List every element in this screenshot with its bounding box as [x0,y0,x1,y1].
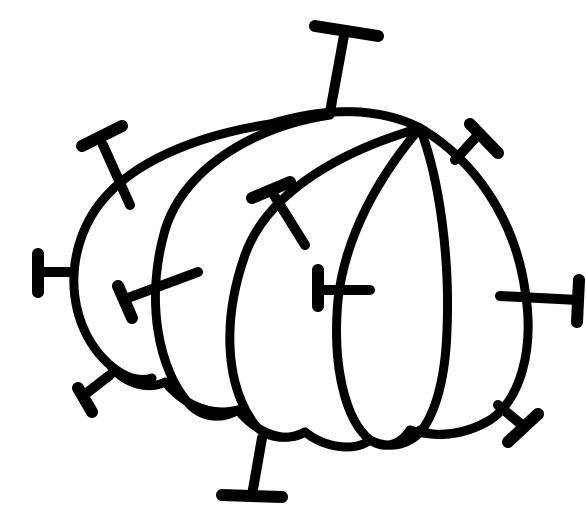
capsid-lobe-outer-left [74,124,270,379]
spike-bottom [222,438,282,497]
capsid-lobe-outer-right [410,128,528,434]
capsid-lobe-center [410,128,448,440]
spike-left [38,254,72,292]
spike-right [500,280,579,322]
spike-lower-left [78,375,110,412]
spike-lower-right [498,405,538,442]
spike-upper-right [455,124,498,160]
surface-spikes [38,26,579,497]
capsid-lobe-middle [230,128,420,437]
spike-top [315,26,378,112]
